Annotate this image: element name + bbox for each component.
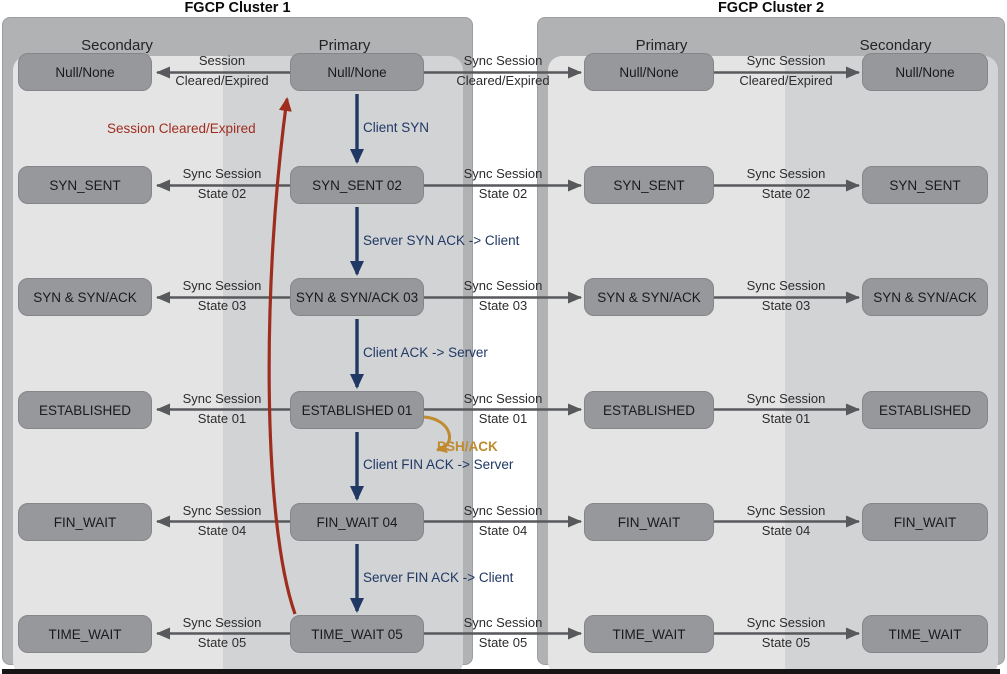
state-box-c2-secondary-row5: FIN_WAIT: [862, 503, 988, 541]
transition-label-client-ack: Client ACK -> Server: [363, 345, 488, 360]
cluster1-container: Secondary Primary: [2, 17, 473, 674]
state-box-c1-primary-row3: SYN & SYN/ACK 03: [290, 278, 424, 316]
state-box-c1-primary-row2: SYN_SENT 02: [290, 166, 424, 204]
state-box-c2-secondary-row3: SYN & SYN/ACK: [862, 278, 988, 316]
state-box-c1-secondary-row4: ESTABLISHED: [18, 391, 152, 429]
transition-label-server-fin-ack: Server FIN ACK -> Client: [363, 570, 514, 585]
state-box-c1-primary-row4: ESTABLISHED 01: [290, 391, 424, 429]
state-box-c2-primary-row3: SYN & SYN/ACK: [584, 278, 714, 316]
cluster2-primary-header: Primary: [635, 37, 688, 54]
cluster2-title: FGCP Cluster 2: [717, 0, 825, 16]
cluster1-secondary-column: [13, 56, 223, 674]
state-box-c1-primary-row5: FIN_WAIT 04: [290, 503, 424, 541]
cluster1-secondary-header: Secondary: [81, 37, 153, 54]
cluster1-primary-header: Primary: [318, 37, 371, 54]
state-box-c2-primary-row4: ESTABLISHED: [584, 391, 714, 429]
cluster1-title: FGCP Cluster 1: [184, 0, 291, 16]
state-box-c2-primary-row1: Null/None: [584, 53, 714, 91]
state-box-c1-primary-row6: TIME_WAIT 05: [290, 615, 424, 653]
transition-label-server-syn-ack: Server SYN ACK -> Client: [363, 233, 520, 248]
psh-ack-label: PSH/ACK: [437, 439, 498, 454]
state-box-c1-secondary-row3: SYN & SYN/ACK: [18, 278, 152, 316]
state-box-c2-primary-row2: SYN_SENT: [584, 166, 714, 204]
state-box-c2-primary-row5: FIN_WAIT: [584, 503, 714, 541]
state-box-c1-secondary-row2: SYN_SENT: [18, 166, 152, 204]
state-box-c2-secondary-row1: Null/None: [862, 53, 988, 91]
bottom-edge-bar: [2, 669, 1000, 674]
state-box-c1-primary-row1: Null/None: [290, 53, 424, 91]
cluster2-container: Primary Secondary: [537, 17, 1005, 674]
state-box-c1-secondary-row5: FIN_WAIT: [18, 503, 152, 541]
cluster2-secondary-column: [785, 56, 998, 674]
cluster1-primary-column: [223, 56, 463, 674]
state-box-c2-primary-row6: TIME_WAIT: [584, 615, 714, 653]
state-box-c2-secondary-row2: SYN_SENT: [862, 166, 988, 204]
cluster1-panel: [13, 56, 463, 674]
transition-label-client-syn: Client SYN: [363, 120, 430, 135]
state-box-c1-secondary-row6: TIME_WAIT: [18, 615, 152, 653]
cluster2-panel: [548, 56, 998, 674]
session-expired-label: Session Cleared/Expired: [107, 121, 256, 136]
state-box-c1-secondary-row1: Null/None: [18, 53, 152, 91]
state-box-c2-secondary-row6: TIME_WAIT: [862, 615, 988, 653]
cluster2-primary-column: [548, 56, 785, 674]
state-box-c2-secondary-row4: ESTABLISHED: [862, 391, 988, 429]
transition-label-client-fin-ack: Client FIN ACK -> Server: [363, 457, 514, 472]
cluster2-secondary-header: Secondary: [859, 37, 932, 54]
